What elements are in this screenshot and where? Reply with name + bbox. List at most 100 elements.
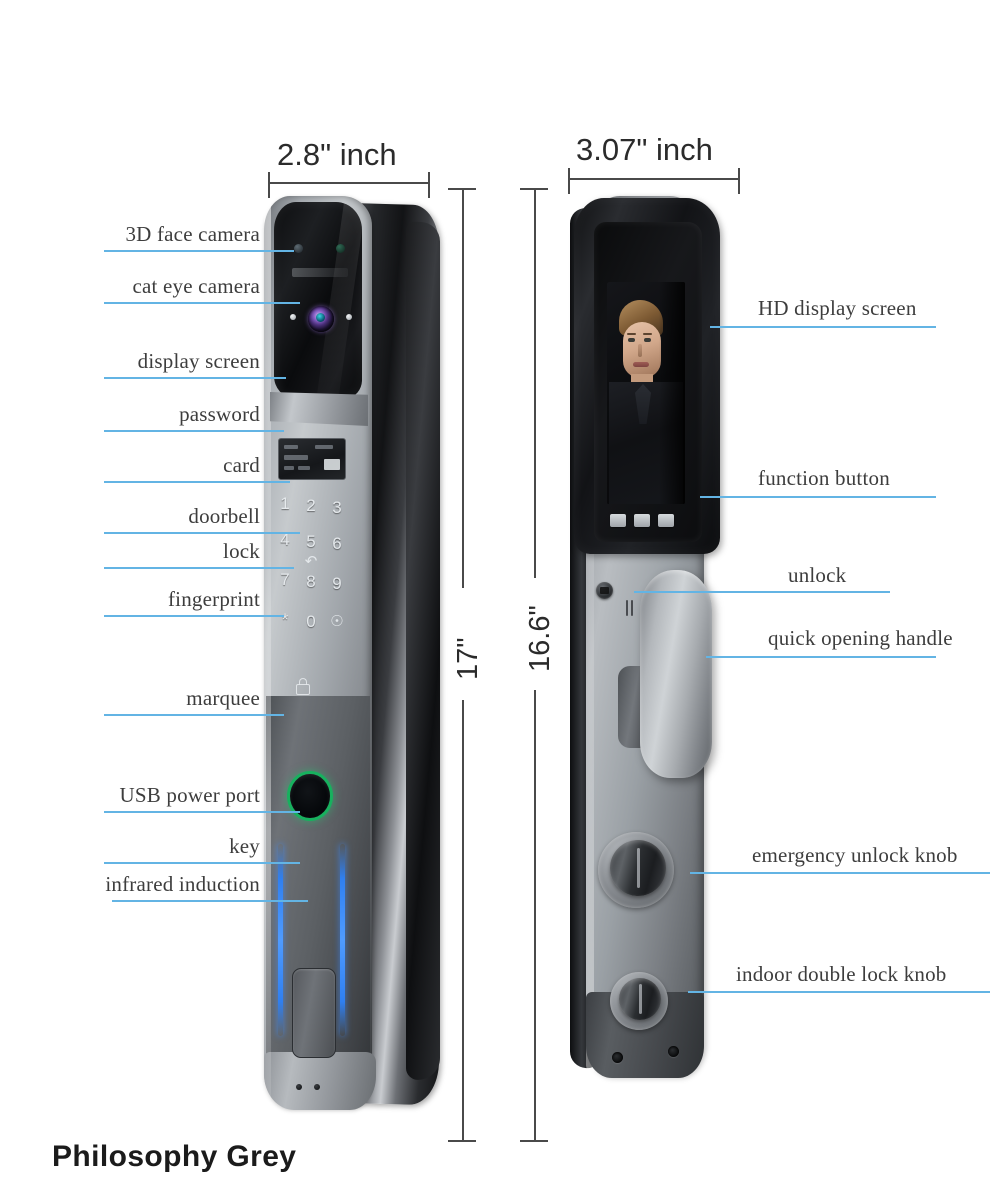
front-height-label: 17": [452, 637, 484, 680]
glass-sheen: [315, 202, 362, 398]
display-text-line: [315, 445, 333, 449]
label-display-screen: display screen: [137, 349, 260, 373]
leader-unlock: [634, 591, 890, 593]
leader-indoor-double-lock-knob: [688, 991, 990, 993]
leader-lock: [104, 567, 294, 569]
back-height-dimension-line-upper: [534, 188, 536, 578]
password-keypad[interactable]: 1 2 3 4 5 6 ↶ 7 8 9 * 0 ☉: [272, 494, 354, 666]
mounting-screw-hole-left: [612, 1052, 623, 1063]
label-emergency-unlock-knob: emergency unlock knob: [752, 843, 958, 867]
ir-fill-light-left-icon: [290, 314, 296, 320]
leader-usb-power-port: [104, 811, 300, 813]
keypad-key-1[interactable]: 1: [280, 494, 290, 513]
leader-fingerprint: [104, 615, 284, 617]
display-text-line: [298, 466, 310, 470]
label-3d-face-camera: 3D face camera: [125, 222, 260, 246]
keypad-key-3[interactable]: 3: [332, 498, 342, 517]
back-width-dimension-line: [568, 178, 738, 180]
fingerprint-sensor-icon[interactable]: [290, 774, 330, 818]
infrared-induction-sensor-right-icon: [314, 1084, 320, 1090]
front-lock-body: 1 2 3 4 5 6 ↶ 7 8 9 * 0 ☉: [246, 196, 451, 1116]
portrait-eye-right: [644, 338, 651, 342]
function-button-row[interactable]: [610, 514, 682, 528]
hd-display-screen[interactable]: [607, 282, 685, 504]
knob-slot: [636, 847, 640, 889]
leader-infrared-induction: [112, 900, 308, 902]
front-width-label: 2.8" inch: [277, 137, 397, 172]
key-and-usb-cover-panel[interactable]: [292, 968, 336, 1058]
knob-cap[interactable]: [619, 978, 661, 1020]
keypad-key-6[interactable]: 6: [332, 534, 342, 553]
marquee-light-left: [278, 844, 283, 1036]
keypad-key-4[interactable]: 4: [280, 530, 290, 549]
knob-slot: [638, 983, 642, 1015]
knob-cap[interactable]: [610, 840, 666, 896]
display-text-line: [284, 445, 298, 449]
portrait-eye-left: [628, 338, 635, 342]
leader-hd-display-screen: [710, 326, 936, 328]
keypad-key-5[interactable]: 5: [306, 532, 316, 551]
front-height-tick-bottom: [448, 1140, 476, 1142]
leader-quick-opening-handle: [706, 656, 936, 658]
portrait-face: [623, 322, 661, 378]
function-button-2[interactable]: [634, 514, 650, 527]
keypad-key-8[interactable]: 8: [306, 572, 316, 591]
label-quick-opening-handle: quick opening handle: [768, 626, 953, 650]
camera-glass-panel: [274, 202, 362, 398]
back-width-tick-left: [568, 168, 570, 194]
brand-mark: [292, 268, 348, 277]
lock-body-shape: [296, 684, 310, 695]
mounting-screw-hole-right: [668, 1046, 679, 1057]
back-width-label: 3.07" inch: [576, 132, 713, 167]
function-button-3[interactable]: [658, 514, 674, 527]
battery-indicator-icon: [324, 459, 340, 470]
keypad-key-9[interactable]: 9: [332, 574, 342, 593]
label-function-button: function button: [758, 466, 890, 490]
back-height-label: 16.6": [524, 605, 556, 672]
portrait-shirt: [635, 384, 651, 424]
color-caption: Philosophy Grey: [52, 1140, 297, 1173]
front-height-dimension-line-lower: [462, 700, 464, 1140]
infrared-emitter-icon: [336, 244, 345, 253]
function-button-1[interactable]: [610, 514, 626, 527]
label-marquee: marquee: [186, 686, 260, 710]
portrait-eyebrow-right: [643, 333, 652, 335]
label-lock: lock: [223, 539, 260, 563]
display-screen[interactable]: [278, 438, 346, 480]
label-key: key: [229, 834, 260, 858]
label-doorbell: doorbell: [188, 504, 260, 528]
infrared-induction-sensor-left-icon: [296, 1084, 302, 1090]
keypad-key-0[interactable]: 0: [306, 612, 316, 631]
keypad-key-7[interactable]: 7: [280, 570, 290, 589]
label-indoor-double-lock-knob: indoor double lock knob: [736, 962, 947, 986]
quick-opening-handle[interactable]: [640, 570, 712, 778]
leader-marquee: [104, 714, 284, 716]
back-height-dimension-line-lower: [534, 690, 536, 1140]
card-swipe-icon[interactable]: ↶: [304, 554, 318, 570]
interior-panel: [560, 196, 790, 1096]
label-unlock: unlock: [788, 563, 847, 587]
portrait-mouth: [633, 362, 649, 367]
leader-card: [104, 481, 290, 483]
ir-fill-light-right-icon: [346, 314, 352, 320]
leader-emergency-unlock-knob: [690, 872, 990, 874]
display-text-line: [284, 466, 294, 470]
label-card: card: [223, 453, 260, 477]
lock-icon[interactable]: [296, 678, 310, 695]
leader-3d-face-camera: [104, 250, 294, 252]
leader-doorbell: [104, 532, 300, 534]
front-height-dimension-line-upper: [462, 188, 464, 588]
unlock-button[interactable]: [596, 582, 613, 599]
panel-edge-highlight: [586, 200, 594, 1072]
keypad-key-2[interactable]: 2: [306, 496, 316, 515]
portrait-nose: [638, 344, 642, 357]
leader-key: [104, 862, 300, 864]
3d-face-camera-icon: [294, 244, 303, 253]
screen-vignette: [659, 282, 685, 504]
cat-eye-camera-lens-icon: [308, 306, 334, 332]
label-infrared-induction: infrared induction: [105, 872, 260, 896]
lock-rear-edge: [406, 221, 440, 1081]
doorbell-icon[interactable]: ☉: [330, 614, 344, 630]
keypad-key-star[interactable]: *: [281, 610, 289, 629]
